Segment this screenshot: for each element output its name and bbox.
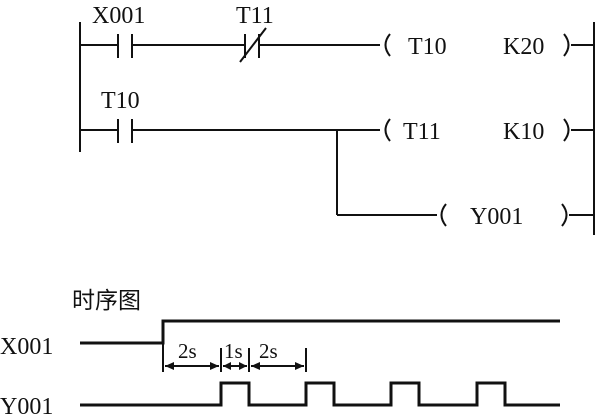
timing-title: 时序图	[72, 288, 141, 314]
coil-t11-label: T11	[403, 119, 441, 145]
rung-1: X001 T11 T10 K20	[80, 3, 594, 63]
contact-t10: T10	[101, 88, 140, 143]
coil-y001-label: Y001	[470, 204, 523, 230]
interval-label-1: 2s	[178, 339, 197, 363]
signal-label-x001: X001	[0, 334, 53, 360]
interval-label-2: 1s	[224, 339, 243, 363]
coil-t11: T11 K10	[384, 118, 570, 145]
x001-waveform	[80, 319, 560, 345]
rung-2: T10 T11 K10 Y001	[80, 88, 594, 230]
coil-t11-setting: K10	[503, 119, 544, 145]
signal-label-y001: Y001	[0, 394, 53, 417]
contact-t11-nc: T11	[236, 3, 274, 63]
contact-x001: X001	[92, 3, 145, 58]
interval-label-3: 2s	[259, 339, 278, 363]
coil-t10-setting: K20	[503, 34, 544, 60]
interval-markers: 2s 1s 2s	[162, 339, 307, 372]
coil-y001: Y001	[440, 203, 568, 230]
coil-t10: T10 K20	[384, 33, 570, 60]
contact-t11-label: T11	[236, 3, 274, 29]
contact-x001-label: X001	[92, 3, 145, 29]
coil-t10-label: T10	[408, 34, 447, 60]
contact-t10-label: T10	[101, 88, 140, 114]
y001-waveform	[80, 381, 560, 407]
